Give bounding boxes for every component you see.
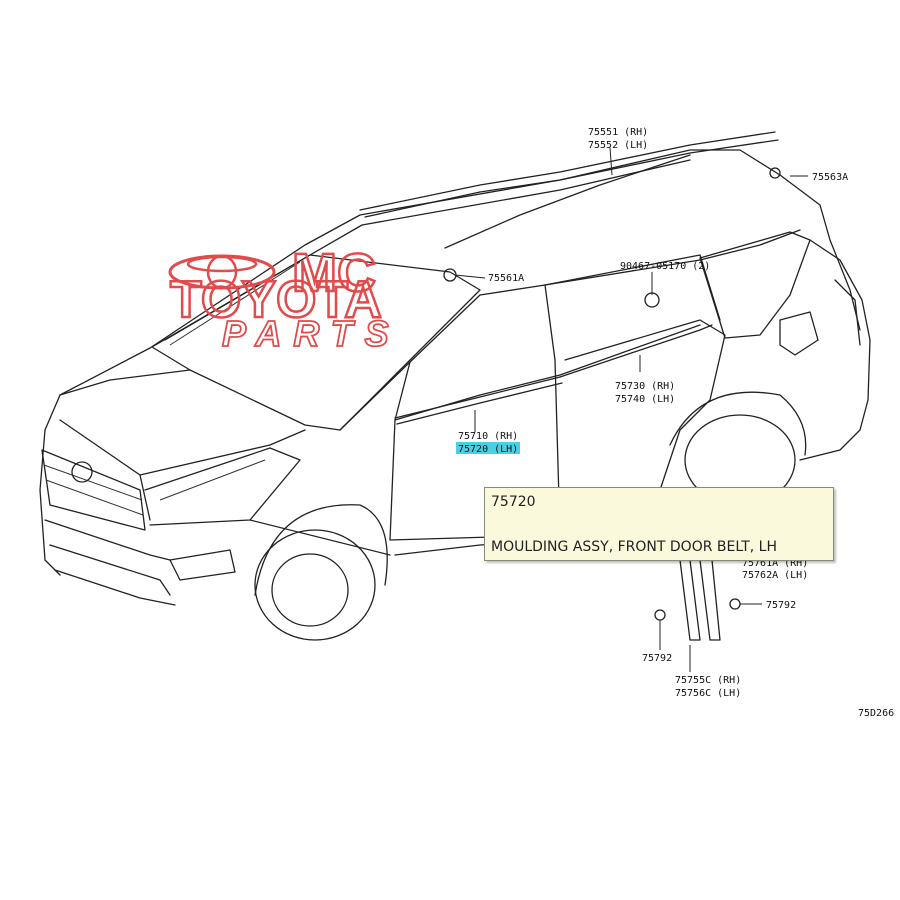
label-75561A[interactable]: 75561A xyxy=(488,273,524,284)
label-75551[interactable]: 75551 (RH) xyxy=(588,127,648,138)
tooltip-part-number: 75720 xyxy=(491,494,536,510)
label-90467[interactable]: 90467-05170 (2) xyxy=(620,261,710,272)
callout-labels: 75551 (RH) 75552 (LH) 75563A 75561A 9046… xyxy=(458,127,894,719)
watermark-line3: PARTS xyxy=(222,313,401,354)
label-75552[interactable]: 75552 (LH) xyxy=(588,140,648,151)
label-75710[interactable]: 75710 (RH) xyxy=(458,431,518,442)
tooltip-description: MOULDING ASSY, FRONT DOOR BELT, LH xyxy=(491,539,778,555)
part-tooltip: 75720 MOULDING ASSY, FRONT DOOR BELT, LH xyxy=(484,487,834,561)
label-75730[interactable]: 75730 (RH) xyxy=(615,381,675,392)
label-75762A[interactable]: 75762A (LH) xyxy=(742,570,808,581)
label-75792-left[interactable]: 75792 xyxy=(642,653,672,664)
watermark-line1: MC xyxy=(292,243,376,303)
label-75563A[interactable]: 75563A xyxy=(812,172,848,183)
label-75761A[interactable]: 75761A (RH) xyxy=(742,558,808,569)
selected-part-highlight xyxy=(456,442,520,454)
figure-code: 75D266 xyxy=(858,708,894,719)
label-75740[interactable]: 75740 (LH) xyxy=(615,394,675,405)
label-75792-right[interactable]: 75792 xyxy=(766,600,796,611)
watermark-line2: TOYOTA xyxy=(170,271,382,329)
watermark-logo: MC TOYOTA PARTS xyxy=(168,242,401,355)
label-75756C[interactable]: 75756C (LH) xyxy=(675,688,741,699)
vehicle-outline xyxy=(39,131,871,672)
label-75720[interactable]: 75720 (LH) xyxy=(458,444,518,455)
label-75755C[interactable]: 75755C (RH) xyxy=(675,675,741,686)
